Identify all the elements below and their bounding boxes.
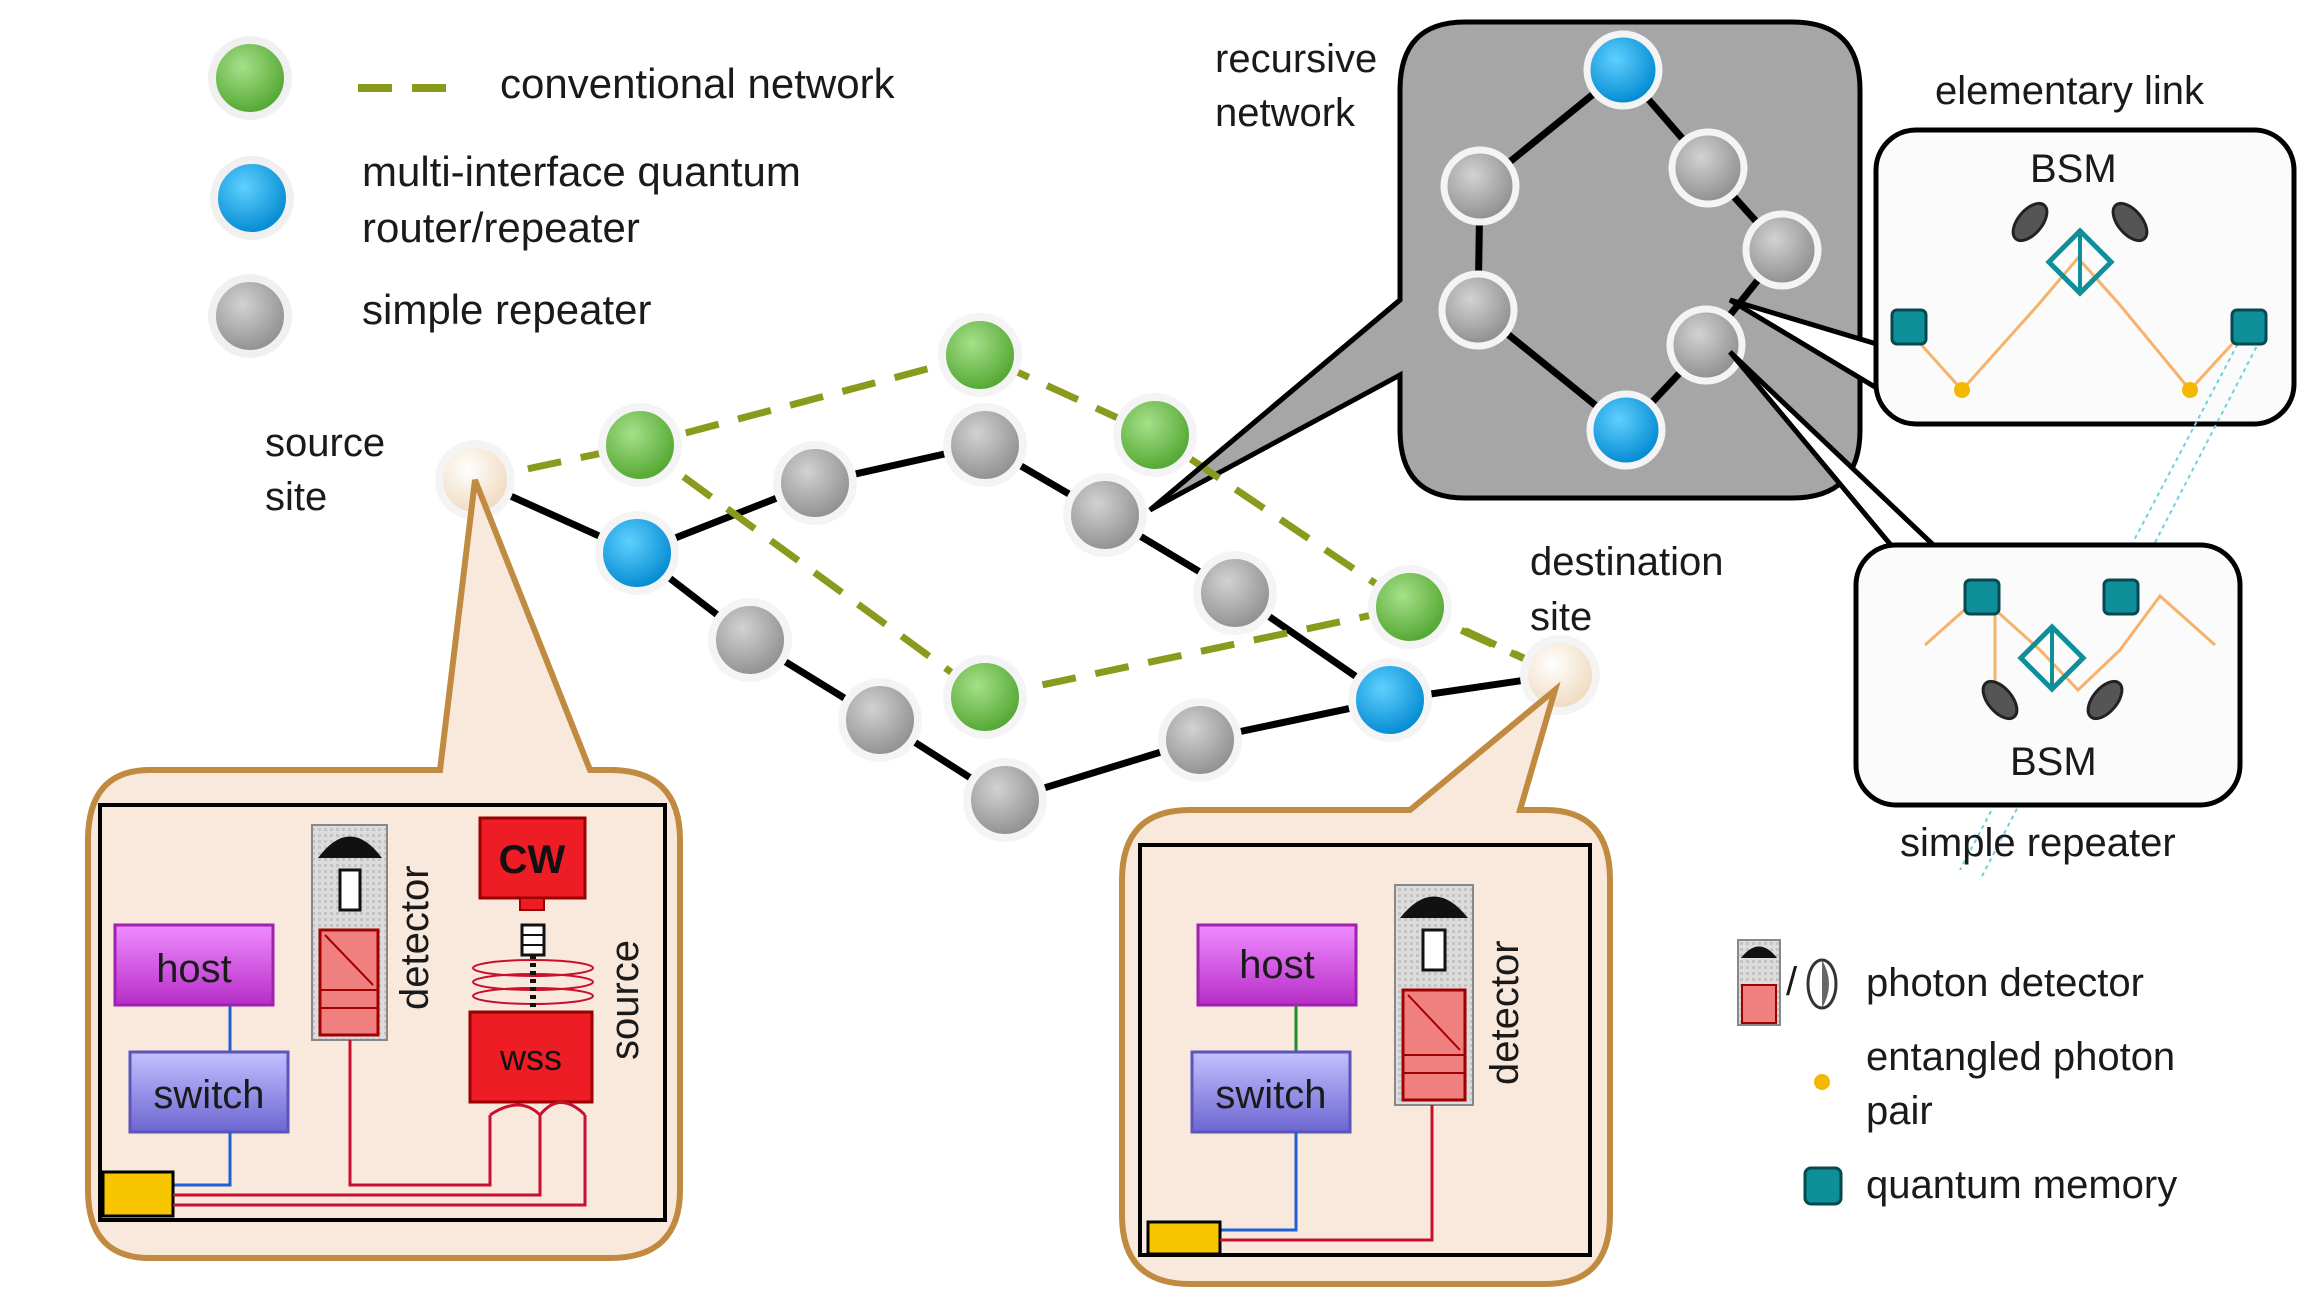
destination-site-callout: host switch detector xyxy=(1119,681,1613,1287)
cw-laser-box: CW xyxy=(478,816,587,957)
photon-detector-label: photon detector xyxy=(1866,961,2144,1005)
elementary-link-bsm: BSM xyxy=(2030,147,2117,191)
gray-node xyxy=(1193,551,1277,635)
source-label-line2: site xyxy=(265,475,327,519)
simple-repeater-box: BSM simple repeater xyxy=(1853,542,2243,865)
quantum-memory-icon xyxy=(1890,308,1928,346)
legend-gray-node xyxy=(208,274,292,358)
recursive-network-callout: recursive network xyxy=(1148,19,1863,513)
simple-repeater-title: simple repeater xyxy=(1900,821,2176,865)
recursive-gray-node xyxy=(1668,128,1748,208)
simple-repeater-frame xyxy=(1853,542,2243,808)
bsm-detector-icon xyxy=(2111,201,2149,243)
photon-detector-slash: / xyxy=(1786,960,1798,1004)
source-site-frame xyxy=(98,803,667,1222)
wss-label: wss xyxy=(499,1037,562,1078)
recursive-blue-node xyxy=(1586,390,1666,470)
bsm-detector-icon xyxy=(2011,201,2049,243)
switch-box: switch xyxy=(128,1050,290,1134)
bottom-legend: / photon detector entangled photon pair … xyxy=(1737,939,2177,1207)
host-box: host xyxy=(113,923,275,1007)
green-node xyxy=(598,403,682,487)
quantum-memory-label: quantum memory xyxy=(1866,1163,2177,1207)
recursive-gray-node xyxy=(1742,210,1822,290)
entangled-label-line1: entangled photon xyxy=(1866,1035,2175,1079)
quantum-memory-icon xyxy=(1803,1166,1843,1206)
destination-label-line2: site xyxy=(1530,595,1592,639)
main-network: source site destination site xyxy=(265,298,1723,842)
switch-box: switch xyxy=(1190,1050,1352,1134)
green-node xyxy=(1113,393,1197,477)
source-label-line1: source xyxy=(265,421,385,465)
quantum-memory-icon xyxy=(2102,578,2140,616)
legend-blue-node xyxy=(210,156,294,240)
green-node xyxy=(938,313,1022,397)
host-label: host xyxy=(156,947,232,991)
recursive-gray-node xyxy=(1438,270,1518,350)
source-component-label: source xyxy=(603,940,647,1060)
recursive-label-line1: recursive xyxy=(1215,37,1377,81)
bsm-detector-icon xyxy=(1806,958,1838,1010)
bsm-detector-icon xyxy=(1981,679,2019,721)
detector-label: detector xyxy=(393,865,437,1010)
gray-node xyxy=(708,598,792,682)
recursive-label-line2: network xyxy=(1215,91,1356,135)
blue-node xyxy=(595,511,679,595)
detector-icon xyxy=(1394,884,1474,1106)
green-node xyxy=(943,655,1027,739)
gray-node xyxy=(943,403,1027,487)
beam-splitter-icon xyxy=(2045,227,2115,297)
legend: conventional network multi-interface qua… xyxy=(208,36,896,358)
destination-site-frame xyxy=(1138,843,1592,1257)
blue-node xyxy=(1348,658,1432,742)
entangled-pair-icon xyxy=(1814,1074,1830,1090)
network-port xyxy=(101,1170,175,1218)
elementary-link-title: elementary link xyxy=(1935,69,2205,113)
legend-conventional-network: conventional network xyxy=(500,60,896,107)
entangled-pair-icon xyxy=(2182,382,2198,398)
destination-site-node xyxy=(1520,635,1600,715)
bsm-detector-icon xyxy=(2086,679,2124,721)
gray-node xyxy=(773,441,857,525)
cw-label: CW xyxy=(499,838,566,882)
legend-mi-router-line2: router/repeater xyxy=(362,204,640,251)
legend-mi-router-line1: multi-interface quantum xyxy=(362,148,801,195)
gray-node xyxy=(963,758,1047,842)
recursive-gray-node xyxy=(1666,305,1746,385)
host-label: host xyxy=(1239,943,1315,987)
photon-detector-icon xyxy=(1737,939,1781,1026)
host-box: host xyxy=(1196,923,1358,1007)
legend-green-node xyxy=(208,36,292,120)
recursive-blue-node xyxy=(1583,30,1663,110)
gray-node xyxy=(1158,698,1242,782)
legend-simple-repeater: simple repeater xyxy=(362,286,651,333)
switch-label: switch xyxy=(153,1073,264,1117)
network-port xyxy=(1146,1220,1222,1256)
green-node xyxy=(1368,565,1452,649)
destination-label-line1: destination xyxy=(1530,540,1723,584)
beam-splitter-icon xyxy=(2017,623,2087,693)
switch-label: switch xyxy=(1215,1073,1326,1117)
elementary-link-frame xyxy=(1873,127,2297,427)
quantum-memory-icon xyxy=(2230,308,2268,346)
simple-repeater-bsm: BSM xyxy=(2010,740,2097,784)
source-site-callout: host switch detector CW xyxy=(85,478,683,1261)
entangled-label-line2: pair xyxy=(1866,1089,1933,1133)
quantum-memory-icon xyxy=(1963,578,2001,616)
recursive-gray-node xyxy=(1440,146,1520,226)
detector-label: detector xyxy=(1483,940,1527,1085)
gray-node xyxy=(1063,473,1147,557)
wss-box: wss xyxy=(468,1010,594,1104)
detector-icon xyxy=(311,824,388,1041)
gray-node xyxy=(838,678,922,762)
entangled-pair-icon xyxy=(1954,382,1970,398)
